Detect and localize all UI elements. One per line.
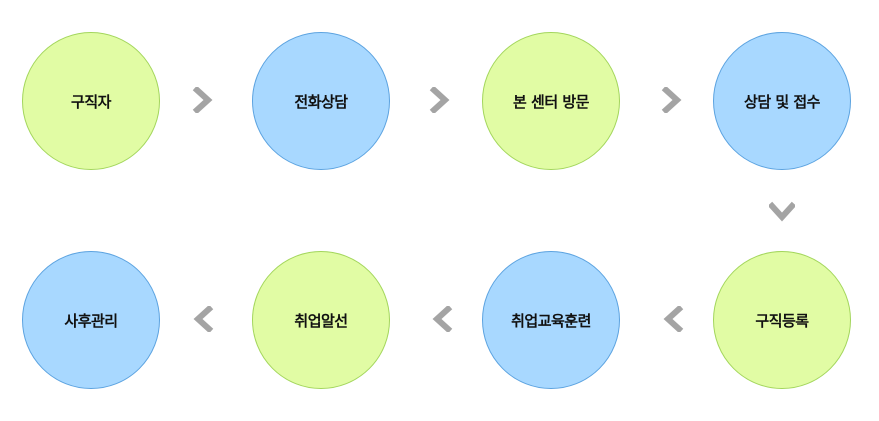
chevron-left-icon (429, 306, 455, 332)
chevron-right-icon (190, 87, 216, 113)
step-label: 취업교육훈련 (511, 311, 591, 330)
step-consultation-registration: 상담 및 접수 (713, 32, 851, 170)
step-job-registration: 구직등록 (713, 251, 851, 389)
step-label: 구직등록 (755, 311, 809, 330)
step-label: 본 센터 방문 (513, 92, 589, 111)
step-job-training: 취업교육훈련 (482, 251, 620, 389)
chevron-left-icon (190, 306, 216, 332)
step-label: 구직자 (71, 92, 111, 111)
chevron-down-icon (769, 199, 795, 225)
step-label: 사후관리 (64, 311, 118, 330)
step-job-seeker: 구직자 (22, 32, 160, 170)
step-center-visit: 본 센터 방문 (482, 32, 620, 170)
step-phone-consultation: 전화상담 (252, 32, 390, 170)
step-job-placement: 취업알선 (252, 251, 390, 389)
step-follow-up: 사후관리 (22, 251, 160, 389)
step-label: 취업알선 (294, 311, 348, 330)
chevron-right-icon (659, 87, 685, 113)
chevron-right-icon (427, 87, 453, 113)
step-label: 상담 및 접수 (744, 92, 820, 111)
step-label: 전화상담 (294, 92, 348, 111)
chevron-left-icon (660, 306, 686, 332)
